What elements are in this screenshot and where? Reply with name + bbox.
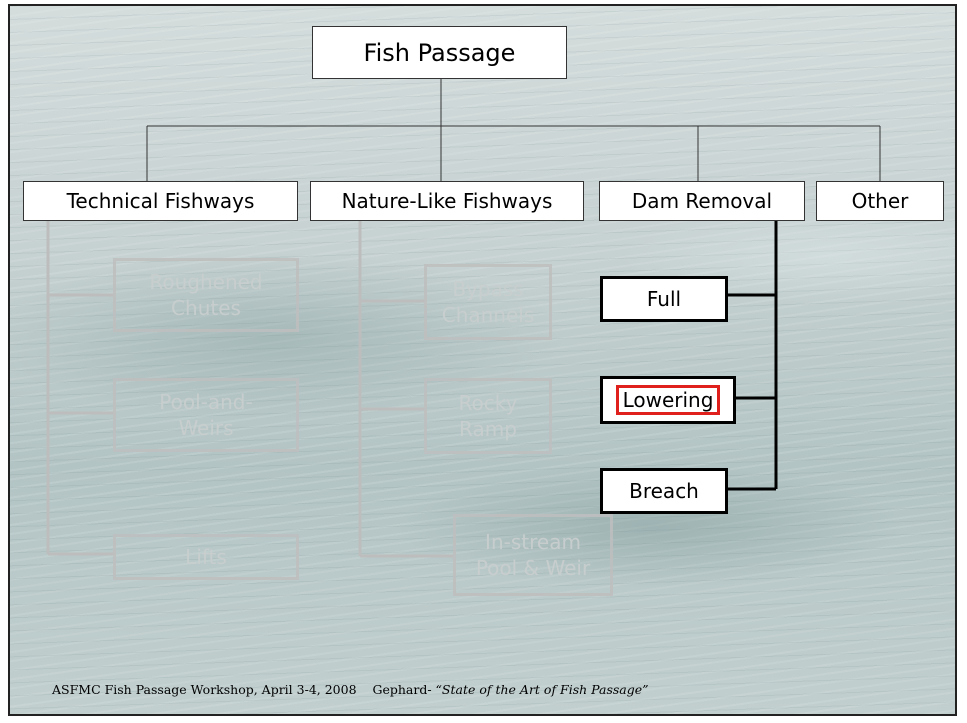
- nature-item-label: In-stream Pool & Weir: [475, 530, 591, 580]
- dam-item-lowering: Lowering: [600, 376, 736, 424]
- lowering-highlight-box: Lowering: [615, 385, 721, 415]
- technical-item-label: Lifts: [185, 545, 227, 569]
- category-nature-like-fishways: Nature-Like Fishways: [310, 181, 584, 221]
- category-other: Other: [816, 181, 944, 221]
- technical-item-label: Pool-and- Weirs: [159, 390, 253, 440]
- nature-item-bypass-channels: Bypass Channels: [424, 264, 552, 340]
- nature-item-in-stream-pool-weir: In-stream Pool & Weir: [453, 514, 613, 596]
- footer-author: Gephard-: [372, 682, 432, 697]
- technical-item-pool-and-weirs: Pool-and- Weirs: [113, 378, 299, 452]
- nature-item-label: Bypass Channels: [441, 277, 535, 327]
- category-dam-removal: Dam Removal: [599, 181, 805, 221]
- category-technical-fishways: Technical Fishways: [23, 181, 298, 221]
- connector-lines: [46, 79, 881, 558]
- footer-citation: ASFMC Fish Passage Workshop, April 3-4, …: [52, 682, 649, 697]
- root-node: Fish Passage: [312, 26, 567, 79]
- footer-title: “State of the Art of Fish Passage”: [435, 682, 649, 697]
- technical-item-label: Roughened Chutes: [149, 270, 263, 320]
- technical-item-roughened-chutes: Roughened Chutes: [113, 258, 299, 332]
- slide: Fish Passage Technical Fishways Nature-L…: [8, 4, 957, 716]
- nature-item-rocky-ramp: Rocky Ramp: [424, 378, 552, 454]
- nature-item-label: Rocky Ramp: [458, 391, 518, 441]
- dam-item-breach: Breach: [600, 468, 728, 514]
- dam-item-full: Full: [600, 276, 728, 322]
- technical-item-lifts: Lifts: [113, 534, 299, 580]
- footer-event: ASFMC Fish Passage Workshop, April 3-4, …: [52, 682, 357, 697]
